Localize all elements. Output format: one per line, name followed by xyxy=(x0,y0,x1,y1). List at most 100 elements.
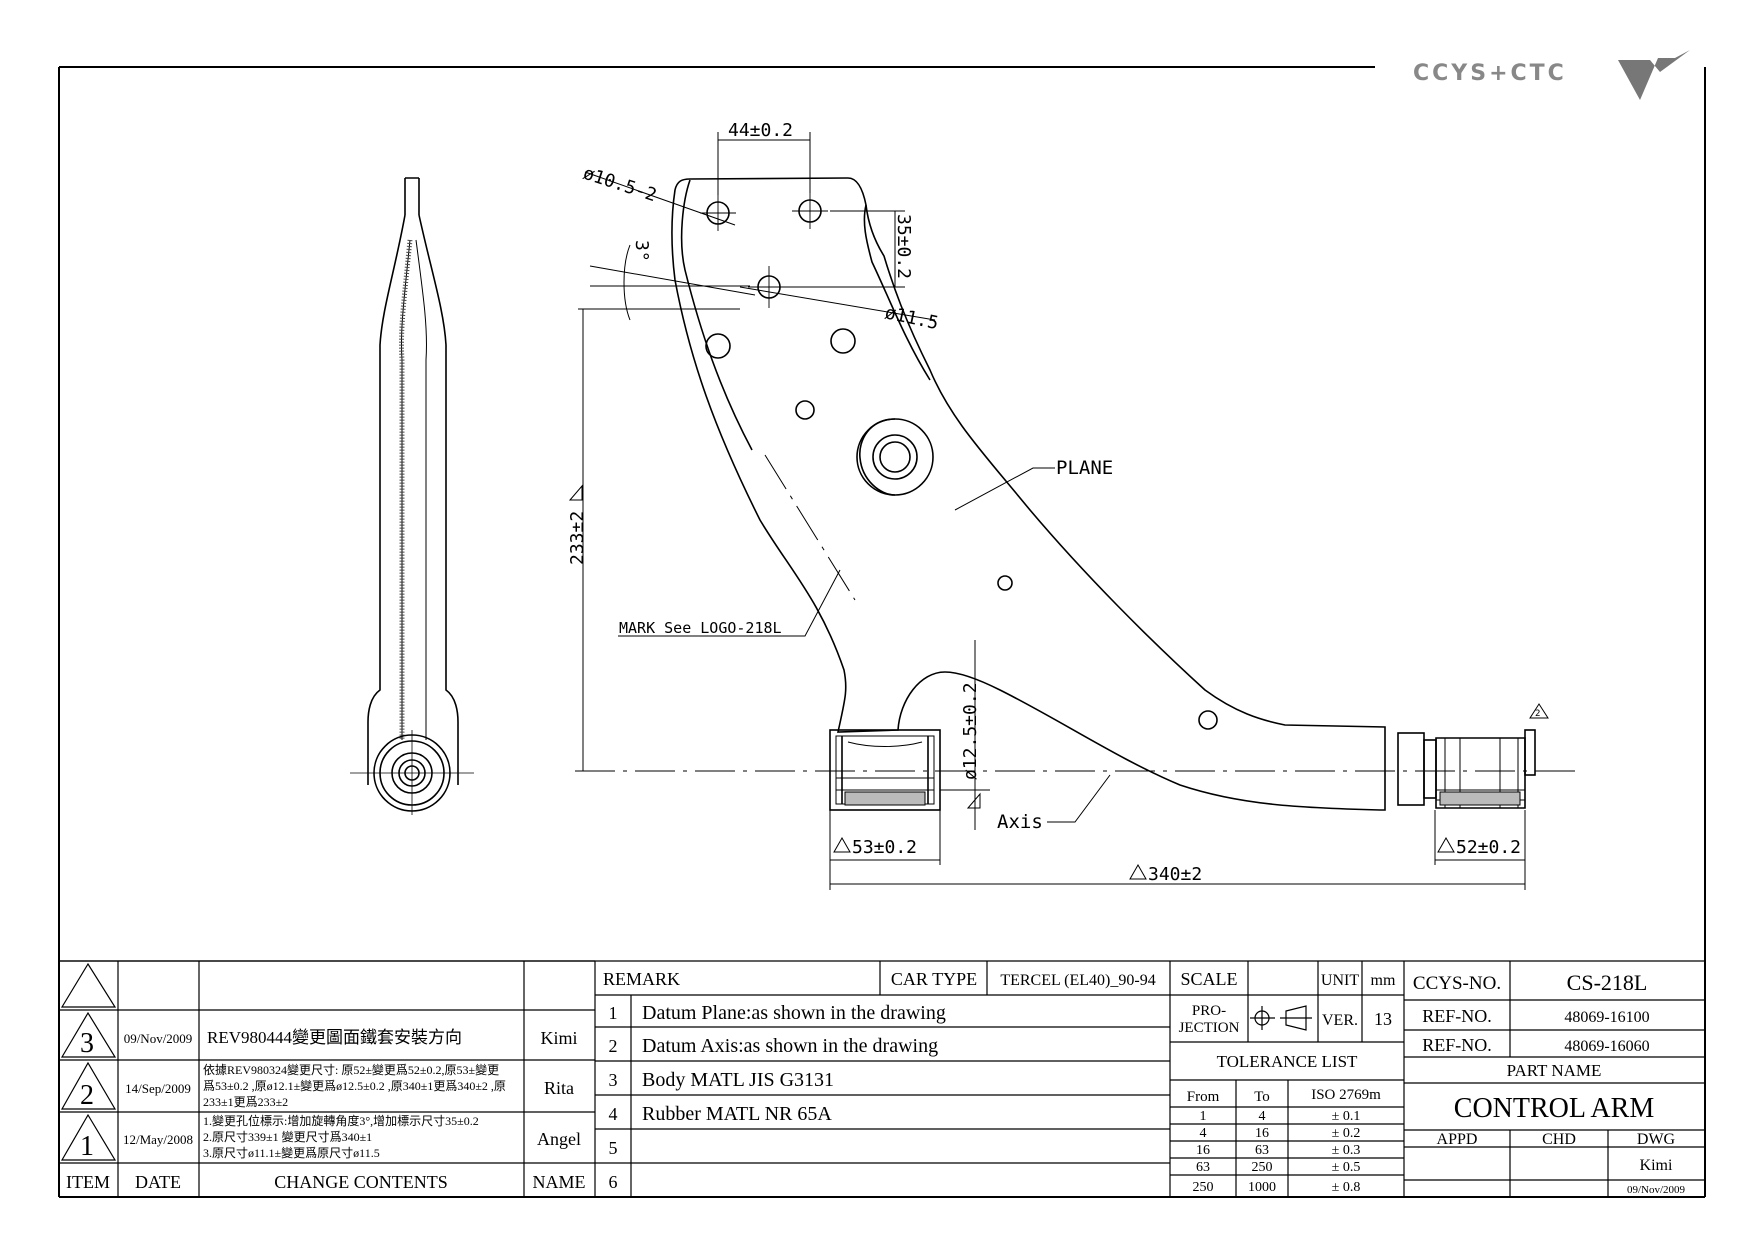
revision-rows: 3 09/Nov/2009 REV980444變更圖面鐵套安裝方向 Kimi 2… xyxy=(66,1028,586,1192)
rev-header-name: NAME xyxy=(533,1172,586,1192)
projection-label: JECTION xyxy=(1179,1020,1240,1036)
ref-no-value: 48069-16060 xyxy=(1564,1038,1649,1055)
tol-value: ± 0.2 xyxy=(1332,1126,1361,1141)
dim-right-width: 52±0.2 xyxy=(1456,837,1521,858)
tol-header-iso: ISO 2769m xyxy=(1311,1087,1381,1103)
rev-name: Kimi xyxy=(540,1028,577,1048)
tol-value: ± 0.8 xyxy=(1332,1180,1361,1195)
dim-angle: 3° xyxy=(631,240,652,262)
part-name-label: PART NAME xyxy=(1507,1061,1602,1080)
ref-no-label: REF-NO. xyxy=(1422,1006,1492,1026)
tol-to: 1000 xyxy=(1248,1180,1276,1195)
hole-d xyxy=(705,333,731,359)
side-view xyxy=(350,177,474,815)
dim-bushing-dia: ø12.5±0.2 xyxy=(960,682,981,780)
dwg-name: Kimi xyxy=(1640,1157,1673,1174)
axis-label: Axis xyxy=(997,811,1043,833)
plane-label: PLANE xyxy=(1056,457,1113,479)
tol-value: ± 0.5 xyxy=(1332,1160,1361,1175)
rev-change: REV980444變更圖面鐵套安裝方向 xyxy=(207,1028,462,1047)
control-arm-view xyxy=(575,177,1575,811)
dim-height: 233±2 xyxy=(567,511,588,565)
tol-to: 250 xyxy=(1252,1160,1273,1175)
scale-label: SCALE xyxy=(1180,969,1237,989)
remark-no: 5 xyxy=(609,1138,618,1158)
remark-header: REMARK xyxy=(603,969,680,989)
revision-triangle-blank xyxy=(60,962,117,1008)
rev-date: 14/Sep/2009 xyxy=(125,1081,191,1096)
dim-hole-dia: ø10.5-2 xyxy=(580,163,659,206)
dim-left-width: 53±0.2 xyxy=(852,837,917,858)
hole-h xyxy=(1198,710,1218,730)
right-bushing xyxy=(1397,729,1536,809)
tol-from: 63 xyxy=(1196,1160,1210,1175)
ccys-no-value: CS-218L xyxy=(1567,970,1648,995)
car-type-value: TERCEL (EL40)_90-94 xyxy=(1000,972,1155,989)
tol-from: 1 xyxy=(1200,1109,1207,1124)
rev-change: 爲53±0.2 ,原ø12.1±變更爲ø12.5±0.2 ,原340±1更爲34… xyxy=(203,1078,506,1093)
rev-change: 依據REV980324變更尺寸: 原52±變更爲52±0.2,原53±變更 xyxy=(203,1062,499,1077)
rev-change: 1.變更孔位標示:增加旋轉角度3°,增加標示尺寸35±0.2 xyxy=(203,1113,479,1128)
projection-label: PRO- xyxy=(1192,1003,1226,1019)
dim-height-triangle xyxy=(568,484,583,501)
remark-text: Body MATL JIS G3131 xyxy=(642,1069,834,1091)
hole-f xyxy=(795,400,815,420)
hole-e xyxy=(830,328,856,354)
dwg-date: 09/Nov/2009 xyxy=(1627,1184,1686,1196)
remark-no: 4 xyxy=(609,1104,618,1124)
arm-outline xyxy=(671,177,1386,811)
rev-header-item: ITEM xyxy=(66,1172,110,1192)
brand-mark-icon xyxy=(1618,50,1690,100)
rev-change: 233±1更爲233±2 xyxy=(203,1095,288,1109)
rev-header-change: CHANGE CONTENTS xyxy=(274,1172,448,1192)
remark-text: Datum Axis:as shown in the drawing xyxy=(642,1035,938,1057)
dim-vertical-spacing: 35±0.2 xyxy=(893,214,914,279)
rev-change: 3.原尺寸ø11.1±變更爲原尺寸ø11.5 xyxy=(203,1145,380,1160)
spec-texts: SCALE UNIT mm PRO- JECTION VER. 13 TOLER… xyxy=(1179,969,1396,1195)
tol-value: ± 0.3 xyxy=(1332,1143,1361,1158)
tol-header-to: To xyxy=(1254,1089,1270,1105)
tol-from: 250 xyxy=(1193,1180,1214,1195)
rev-item: 3 xyxy=(80,1028,94,1059)
dim-bushing-triangle xyxy=(966,792,981,809)
unit-value: mm xyxy=(1371,972,1396,989)
revision-triangle-2 xyxy=(60,1061,117,1110)
tol-header-from: From xyxy=(1187,1089,1220,1105)
remark-rows: REMARK CAR TYPE TERCEL (EL40)_90-94 1 Da… xyxy=(603,969,1156,1192)
ver-value: 13 xyxy=(1374,1009,1392,1029)
sheet-border xyxy=(58,66,1706,1198)
tol-to: 4 xyxy=(1259,1109,1266,1124)
tol-from: 4 xyxy=(1200,1126,1207,1141)
part-name-value: CONTROL ARM xyxy=(1454,1093,1655,1124)
remark-text: Datum Plane:as shown in the drawing xyxy=(642,1002,946,1024)
car-type-label: CAR TYPE xyxy=(891,969,977,989)
title-texts: CCYS-NO. CS-218L REF-NO. 48069-16100 REF… xyxy=(1413,970,1686,1196)
dimension-texts: 44±0.2 ø10.5-2 35±0.2 3° ø11.5 233±2 ø12… xyxy=(567,120,1549,885)
rev-mark-label: 2 xyxy=(1535,709,1540,719)
annotations: PLANE Axis MARK See LOGO-218L xyxy=(619,457,1113,833)
rev-date: 12/May/2008 xyxy=(123,1132,193,1147)
brand-logo: CCYS+CTC xyxy=(1413,50,1690,100)
ref-no-value: 48069-16100 xyxy=(1564,1009,1649,1026)
brand-logo-text: CCYS+CTC xyxy=(1413,61,1567,86)
appd-label: APPD xyxy=(1437,1131,1478,1148)
dwg-label: DWG xyxy=(1637,1131,1676,1148)
rev-header-date: DATE xyxy=(135,1172,181,1192)
tol-to: 63 xyxy=(1255,1143,1269,1158)
rev-item: 1 xyxy=(80,1131,94,1162)
revision-triangle-1 xyxy=(60,1113,117,1161)
tol-value: ± 0.1 xyxy=(1332,1109,1361,1124)
rev-date: 09/Nov/2009 xyxy=(124,1031,193,1046)
revision-table xyxy=(59,960,596,1197)
tol-from: 16 xyxy=(1196,1143,1210,1158)
remark-no: 6 xyxy=(609,1172,618,1192)
tolerance-title: TOLERANCE LIST xyxy=(1217,1052,1358,1071)
rev-change: 2.原尺寸339±1 變更尺寸爲340±1 xyxy=(203,1129,372,1144)
rev-name: Angel xyxy=(537,1129,581,1149)
title-block xyxy=(59,960,1705,1197)
ref-no-label: REF-NO. xyxy=(1422,1035,1492,1055)
rev-item: 2 xyxy=(80,1080,94,1111)
ccys-no-label: CCYS-NO. xyxy=(1413,973,1501,994)
remark-no: 3 xyxy=(609,1070,618,1090)
